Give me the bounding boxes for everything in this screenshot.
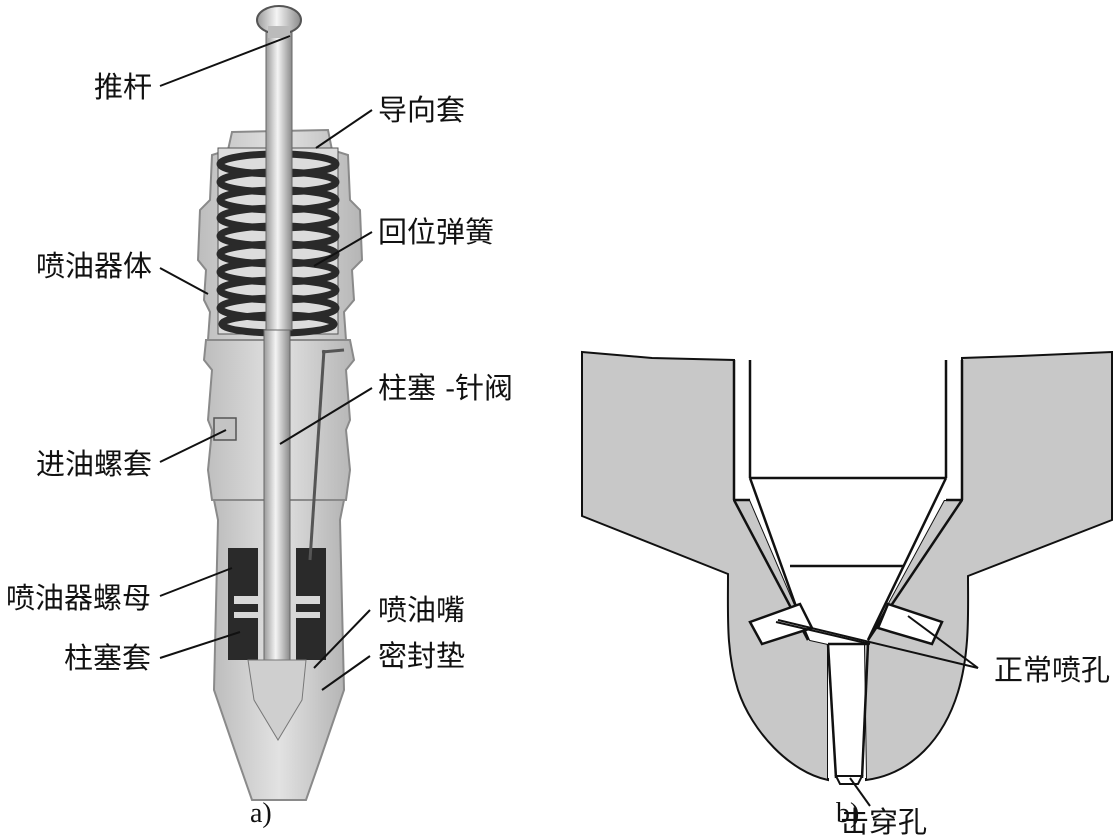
label-injector-body: 喷油器体	[36, 249, 152, 283]
caption-a: a)	[250, 798, 272, 829]
nozzle-tip	[247, 659, 307, 741]
label-return-spring: 回位弹簧	[378, 215, 494, 249]
nozzle-bore	[734, 360, 962, 778]
label-push-rod: 推杆	[94, 70, 152, 104]
inlet-screw	[213, 417, 237, 441]
push-rod-neck	[268, 26, 290, 38]
label-inlet-screw: 进油螺套	[36, 447, 152, 481]
label-plunger-needle: 柱塞 -针阀	[378, 371, 513, 405]
leader-lines-b	[775, 615, 979, 807]
fuel-passage-top	[321, 348, 345, 354]
leader-lines-a	[159, 35, 373, 691]
label-seal-gasket: 密封垫	[378, 639, 465, 673]
plunger-needle	[263, 329, 291, 661]
label-punctured-hole: 击穿孔	[840, 805, 927, 839]
label-injector-nut: 喷油器螺母	[6, 581, 151, 615]
fuel-passage	[308, 349, 326, 561]
injector-cutaway: 推杆 导向套 回位弹簧 喷油器体 柱塞 -针阀 进油螺套 喷油器螺母 喷油嘴 柱…	[6, 5, 513, 829]
punctured-hole	[834, 775, 864, 785]
caption-b: b)	[836, 798, 859, 829]
label-nozzle: 喷油嘴	[378, 593, 465, 627]
push-rod	[265, 29, 293, 331]
nozzle-section: 正常喷孔 击穿孔 b)	[581, 350, 1113, 839]
bore-outlines	[732, 360, 964, 779]
label-plunger-barrel: 柱塞套	[64, 641, 151, 675]
label-normal-holes: 正常喷孔	[994, 653, 1110, 687]
label-guide-sleeve: 导向套	[378, 93, 465, 127]
